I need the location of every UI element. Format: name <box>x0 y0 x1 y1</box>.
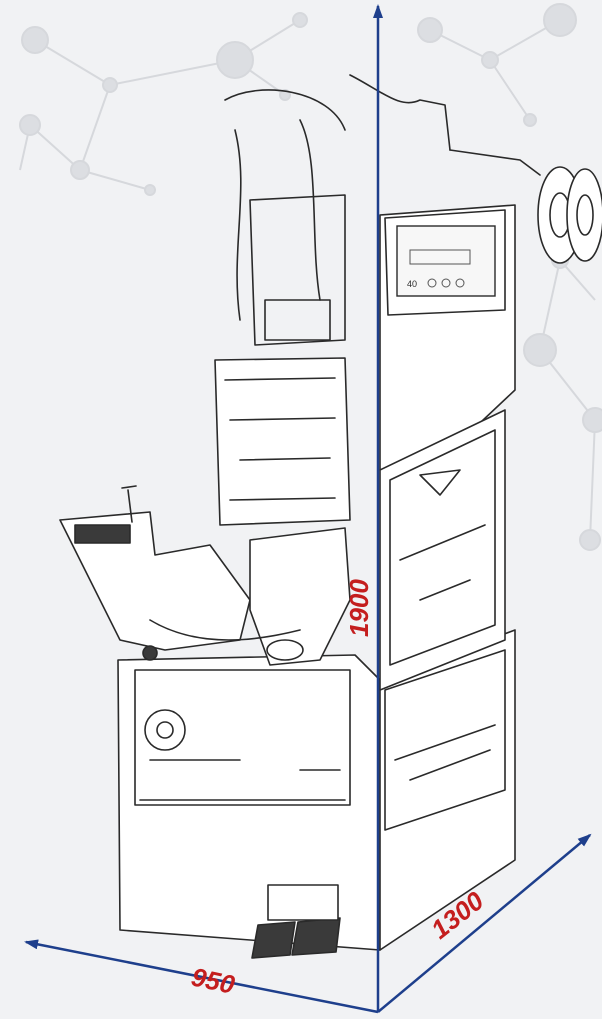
hmi-display <box>396 225 496 297</box>
depth-axis-arrow <box>377 833 592 1013</box>
base-cabinet <box>117 654 381 951</box>
glass-door-cabinet <box>379 409 506 691</box>
center-work-table <box>249 527 351 666</box>
funnel <box>419 469 461 496</box>
wire-spools <box>449 149 602 264</box>
side-window <box>384 649 506 831</box>
upper-frame <box>214 357 351 526</box>
width-axis-arrow <box>24 939 379 1014</box>
lower-window <box>134 669 351 806</box>
background-network <box>19 3 602 551</box>
foot-pedals <box>251 884 341 959</box>
hmi-readout: 40 <box>407 279 417 289</box>
left-work-table <box>59 511 251 651</box>
height-dimension-label: 1900 <box>344 579 374 637</box>
hmi-touchscreen: 40 <box>384 209 506 316</box>
machine-illustration: 40 <box>59 74 602 959</box>
width-dimension-label: 950 <box>189 962 238 1000</box>
dimension-axes <box>24 4 592 1014</box>
